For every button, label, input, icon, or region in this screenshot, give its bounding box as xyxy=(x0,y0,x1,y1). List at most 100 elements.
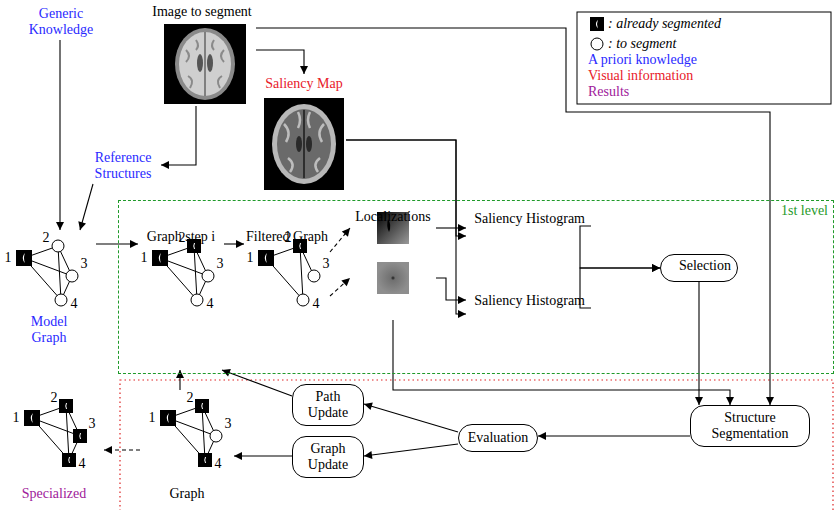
text-node: Saliency Histogram xyxy=(466,208,591,244)
level-band: 1st levelGraph step iFiltered GraphLocal… xyxy=(118,200,834,374)
process-box: Graph Update xyxy=(292,436,364,478)
connector xyxy=(364,402,458,432)
connector-line xyxy=(364,404,458,432)
connector xyxy=(234,452,292,460)
graph-figure xyxy=(24,399,87,467)
connector-line xyxy=(330,228,350,252)
arrow-head xyxy=(161,161,169,169)
node-number: 3 xyxy=(217,257,224,271)
connector xyxy=(364,444,458,459)
node-text: Specialized xyxy=(6,486,102,502)
graph-figure xyxy=(16,240,78,306)
node-text: 1st level xyxy=(781,203,828,219)
connector-line xyxy=(256,50,304,74)
legend-box xyxy=(577,12,831,104)
connector-line xyxy=(59,40,60,230)
connector xyxy=(176,370,184,390)
connector-line xyxy=(346,140,466,314)
arrow-head xyxy=(538,432,546,440)
node-text: Selection xyxy=(679,258,731,274)
legend-text: Results xyxy=(588,84,629,99)
connector-line xyxy=(538,435,690,436)
node-number: 1 xyxy=(5,251,12,265)
saliency-image xyxy=(264,98,344,190)
arrow-head xyxy=(726,397,734,405)
node-text: Saliency Map xyxy=(262,74,346,92)
connector xyxy=(222,369,292,396)
graph-panel: Specialized xyxy=(4,390,104,506)
connector xyxy=(538,432,690,440)
legend-text: : already segmented xyxy=(608,16,721,32)
node-number: 1 xyxy=(141,251,148,265)
connector-line xyxy=(222,370,292,396)
node-number: 3 xyxy=(323,257,330,271)
text-node: Reference Structures xyxy=(85,148,161,184)
legend-text: : to segment xyxy=(608,36,676,52)
node-text: Reference Structures xyxy=(91,150,155,182)
connector-line xyxy=(234,455,292,456)
connector xyxy=(78,184,93,230)
node-text: Evaluation xyxy=(468,430,529,446)
connector xyxy=(224,240,244,248)
node-text: Graph step i xyxy=(145,229,217,366)
arrow-head xyxy=(300,66,308,74)
arrow-head xyxy=(458,310,466,318)
node-text: Image to segment xyxy=(148,2,256,20)
node-text: Graph xyxy=(157,486,217,502)
node-number: 2 xyxy=(285,231,292,245)
arrow-head xyxy=(176,370,184,378)
image-panel: Saliency Map xyxy=(262,74,346,192)
process-box: Path Update xyxy=(292,384,364,426)
node-number: 2 xyxy=(43,231,50,245)
node-text: Filtered Graph xyxy=(244,229,330,346)
node-number: 3 xyxy=(81,257,88,271)
brain-image xyxy=(164,24,246,104)
node-text: Structure Segmentation xyxy=(697,410,803,442)
node-number: 2 xyxy=(51,391,58,405)
arrow-head xyxy=(234,452,242,460)
node-text: Model Graph xyxy=(24,314,74,346)
node-number: 2 xyxy=(179,231,186,245)
connector-line xyxy=(161,106,196,165)
node-number: 4 xyxy=(71,297,78,311)
connector xyxy=(695,282,703,405)
node-number: 1 xyxy=(13,411,20,425)
connector-line xyxy=(393,320,730,405)
node-text: Generic Knowledge xyxy=(26,6,96,38)
node-number: 3 xyxy=(225,417,232,431)
node-number: 3 xyxy=(89,417,96,431)
arrow-head xyxy=(222,369,231,376)
unsegmented-symbol xyxy=(591,38,603,50)
connector xyxy=(346,140,466,318)
graph-panel: Model Graph xyxy=(2,230,96,350)
node-text: Saliency Histogram xyxy=(474,293,585,309)
connector xyxy=(96,240,138,248)
connector-line xyxy=(330,278,350,296)
legend-color: Visual information xyxy=(588,68,693,84)
process-box: Evaluation xyxy=(458,424,538,452)
image-panel: Image to segment xyxy=(148,2,256,106)
arrow-head xyxy=(364,402,373,410)
node-number: 4 xyxy=(215,457,222,471)
update-region xyxy=(120,380,833,510)
process-box: Structure Segmentation xyxy=(690,405,810,447)
localization-image xyxy=(377,212,409,294)
arrow-head xyxy=(341,278,350,286)
connector xyxy=(393,320,734,405)
arrow-head xyxy=(236,240,244,248)
legend-color: Results xyxy=(588,84,629,100)
text-node: Generic Knowledge xyxy=(20,4,102,40)
legend-text: A priori knowledge xyxy=(588,52,697,67)
node-text: Path Update xyxy=(299,389,357,421)
connector xyxy=(580,226,660,272)
node-number: 4 xyxy=(79,457,86,471)
text-node: Saliency Histogram xyxy=(466,290,591,326)
connector xyxy=(104,446,140,454)
arrow-head xyxy=(652,264,660,272)
connector xyxy=(56,40,64,230)
connector xyxy=(330,278,350,296)
connector xyxy=(256,28,774,405)
connector-line xyxy=(256,28,770,405)
connector xyxy=(346,140,466,240)
